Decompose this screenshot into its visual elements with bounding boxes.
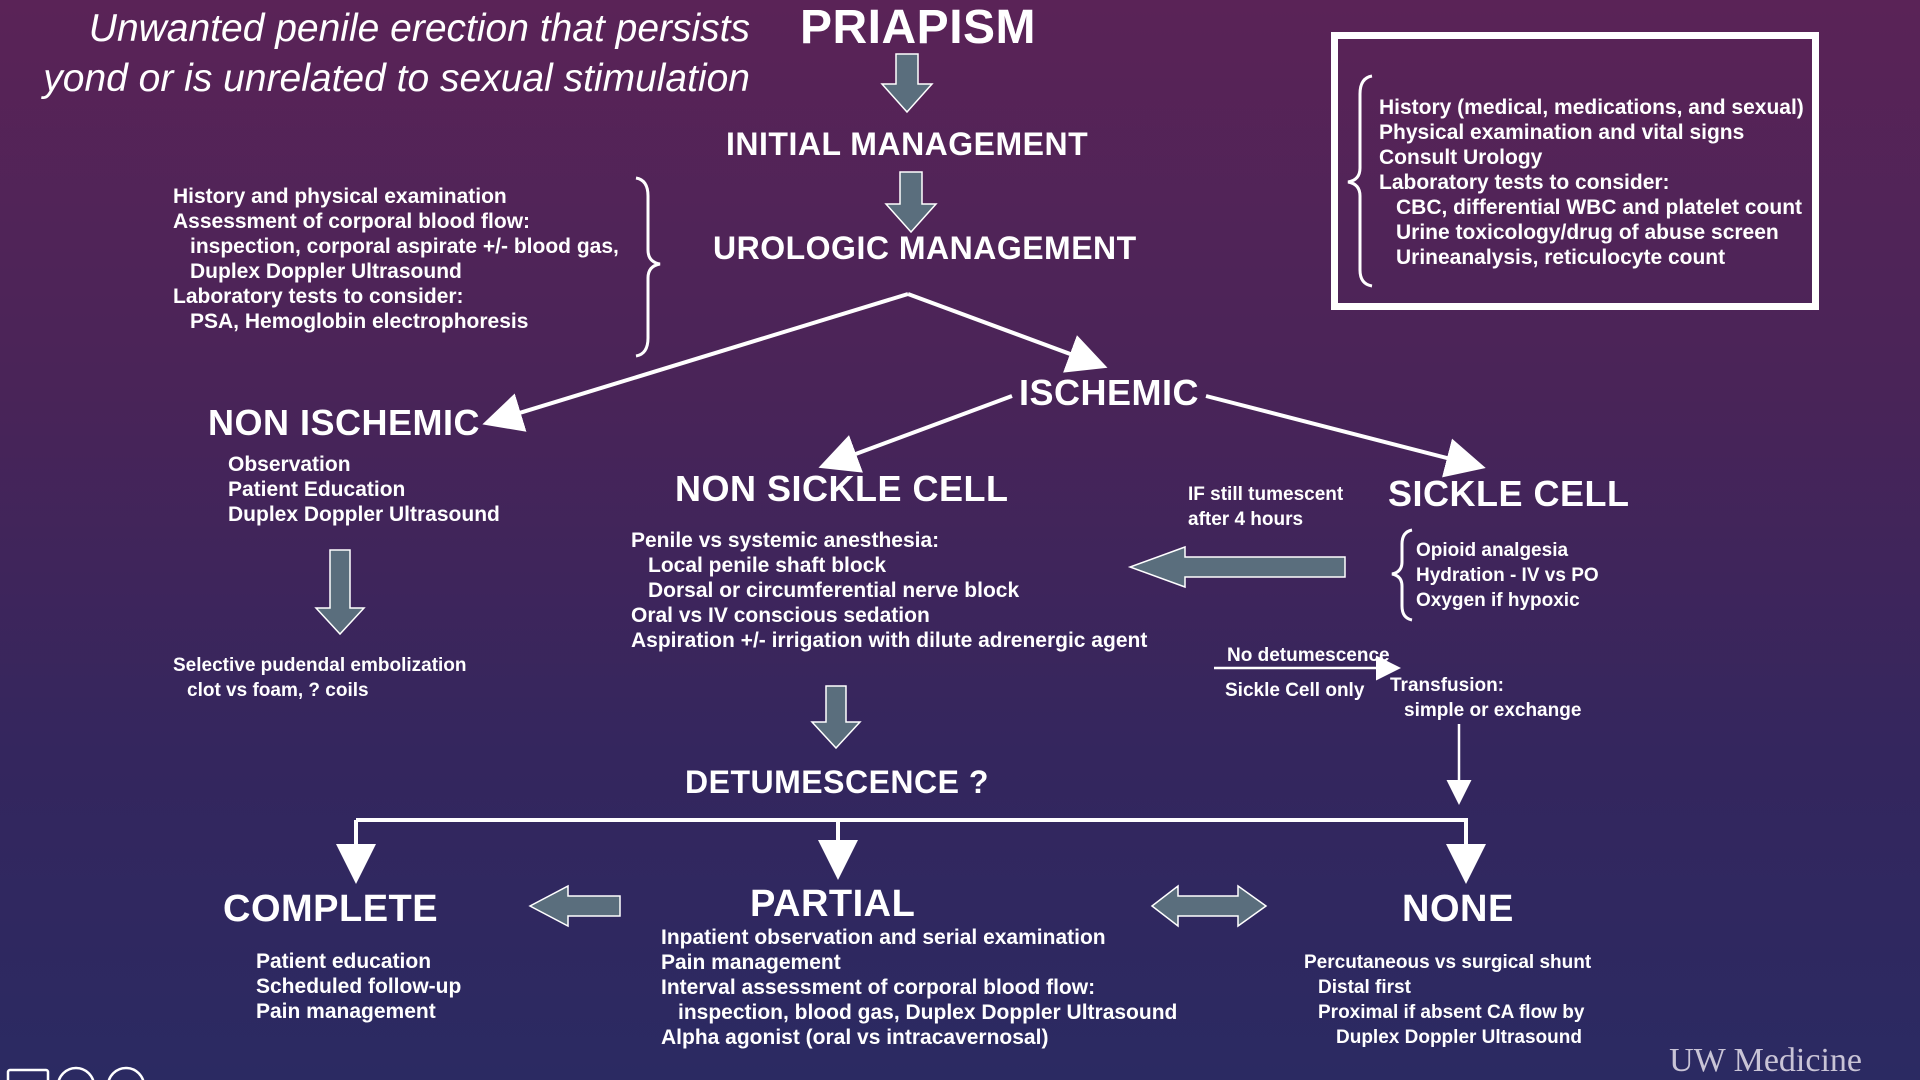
node-detumescence: DETUMESCENCE ? [685, 764, 989, 800]
node-ischemic: ISCHEMIC [1019, 372, 1200, 413]
definition-line-1: Unwanted penile erection that persists [88, 7, 750, 50]
node-complete: COMPLETE [223, 888, 439, 930]
complete-notes: Patient education Scheduled follow-up Pa… [256, 949, 461, 1024]
block-arrow-non-ischemic-embolization [314, 549, 366, 636]
transfusion-note: Transfusion: [1390, 675, 1505, 696]
urologic-note: Duplex Doppler Ultrasound [190, 260, 462, 283]
tumescent-note-line: after 4 hours [1188, 509, 1304, 530]
definition-line-2: yond or is unrelated to sexual stimulati… [43, 57, 750, 100]
initial-note: Laboratory tests to consider: [1379, 171, 1670, 194]
partial-note: Inpatient observation and serial examina… [661, 926, 1106, 949]
sickle-cell-notes: Opioid analgesia Hydration - IV vs PO Ox… [1416, 538, 1599, 613]
definition: Unwanted penile erection that persists y… [0, 4, 750, 104]
initial-management-notes: History (medical, medications, and sexua… [1379, 95, 1804, 270]
non-ischemic-note: Duplex Doppler Ultrasound [228, 503, 500, 526]
tumescent-note-line: IF still tumescent [1188, 484, 1344, 505]
non-ischemic-notes: Observation Patient Education Duplex Dop… [228, 452, 500, 527]
sickle-note: Oxygen if hypoxic [1416, 590, 1580, 611]
non-sickle-cell-notes: Penile vs systemic anesthesia: Local pen… [631, 528, 1147, 653]
line-to-ischemic [907, 292, 1108, 373]
line-to-sickle [1205, 394, 1486, 478]
block-arrow-sickle-to-non-sickle [1127, 545, 1346, 589]
none-note: Distal first [1318, 977, 1411, 998]
non-ischemic-note: Observation [228, 453, 351, 476]
urologic-note: Assessment of corporal blood flow: [173, 210, 531, 233]
block-arrow-initial-urologic [884, 171, 938, 234]
initial-note: CBC, differential WBC and platelet count [1396, 196, 1803, 219]
partial-note: inspection, blood gas, Duplex Doppler Ul… [678, 1001, 1178, 1024]
node-priapism: PRIAPISM [800, 1, 1037, 54]
node-partial: PARTIAL [750, 883, 916, 925]
brace-urologic [635, 176, 661, 358]
initial-note: Urineanalysis, reticulocyte count [1396, 246, 1726, 269]
uw-medicine-logo: UW Medicine [1669, 1042, 1862, 1079]
block-arrow-priapism-initial [880, 53, 934, 114]
complete-note: Pain management [256, 1000, 436, 1023]
transfusion-note: simple or exchange [1404, 700, 1582, 721]
node-non-sickle-cell: NON SICKLE CELL [675, 468, 1009, 509]
initial-note: History (medical, medications, and sexua… [1379, 96, 1804, 119]
block-arrow-partial-to-complete [528, 884, 621, 928]
embolization-notes: Selective pudendal embolization clot vs … [173, 653, 467, 703]
node-initial-management: INITIAL MANAGEMENT [726, 126, 1089, 162]
sickle-note: Opioid analgesia [1416, 540, 1569, 561]
brace-initial [1347, 74, 1373, 288]
block-arrow-non-sickle-detumescence [810, 685, 862, 750]
line-to-non-sickle [818, 394, 1013, 473]
non-sickle-note: Aspiration +/- irrigation with dilute ad… [631, 629, 1148, 652]
tumescent-note: IF still tumescent after 4 hours [1188, 482, 1343, 532]
initial-note: Consult Urology [1379, 146, 1543, 169]
non-ischemic-note: Patient Education [228, 478, 406, 501]
complete-note: Patient education [256, 950, 432, 973]
brace-sickle [1391, 528, 1413, 622]
slide-controls-icon[interactable] [6, 1066, 145, 1080]
none-notes: Percutaneous vs surgical shunt Distal fi… [1304, 950, 1591, 1050]
node-non-ischemic: NON ISCHEMIC [208, 402, 481, 443]
none-note: Percutaneous vs surgical shunt [1304, 952, 1592, 973]
initial-management-box [1331, 32, 1819, 310]
urologic-note: inspection, corporal aspirate +/- blood … [190, 235, 619, 258]
complete-note: Scheduled follow-up [256, 975, 462, 998]
partial-note: Alpha agonist (oral vs intracavernosal) [661, 1026, 1049, 1049]
sickle-note: Hydration - IV vs PO [1416, 565, 1599, 586]
node-sickle-cell: SICKLE CELL [1388, 473, 1630, 514]
urologic-note: PSA, Hemoglobin electrophoresis [190, 310, 529, 333]
partial-notes: Inpatient observation and serial examina… [661, 925, 1177, 1050]
initial-note: Urine toxicology/drug of abuse screen [1396, 221, 1779, 244]
non-sickle-note: Oral vs IV conscious sedation [631, 604, 930, 627]
embolization-note: Selective pudendal embolization [173, 655, 467, 676]
embolization-note: clot vs foam, ? coils [187, 680, 369, 701]
urologic-note: Laboratory tests to consider: [173, 285, 464, 308]
urologic-management-notes: History and physical examination Assessm… [173, 184, 619, 334]
urologic-note: History and physical examination [173, 185, 507, 208]
none-note: Duplex Doppler Ultrasound [1336, 1027, 1582, 1048]
sickle-cell-only-label: Sickle Cell only [1225, 680, 1365, 701]
node-none: NONE [1402, 888, 1514, 930]
initial-note: Physical examination and vital signs [1379, 121, 1745, 144]
partial-note: Interval assessment of corporal blood fl… [661, 976, 1096, 999]
non-sickle-note: Local penile shaft block [648, 554, 887, 577]
non-sickle-note: Dorsal or circumferential nerve block [648, 579, 1020, 602]
no-detumescence-label: No detumescence [1227, 645, 1390, 666]
block-arrow-partial-none [1150, 884, 1268, 928]
line-to-non-ischemic [482, 292, 909, 432]
partial-note: Pain management [661, 951, 841, 974]
non-sickle-note: Penile vs systemic anesthesia: [631, 529, 940, 552]
node-urologic-management: UROLOGIC MANAGEMENT [713, 230, 1137, 266]
none-note: Proximal if absent CA flow by [1318, 1002, 1585, 1023]
transfusion-notes: Transfusion: simple or exchange [1390, 673, 1581, 723]
